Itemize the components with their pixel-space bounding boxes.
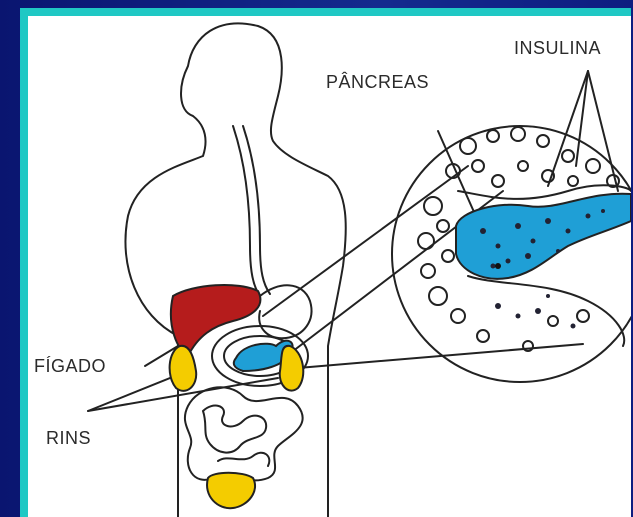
- rins-leader-1: [88, 374, 180, 411]
- label-pancreas: PÂNCREAS: [326, 72, 429, 93]
- label-insulina: INSULINA: [514, 38, 601, 59]
- intestines: [185, 387, 303, 480]
- body-outline: [125, 23, 345, 517]
- zoom-line-bottom: [298, 344, 583, 368]
- esophagus: [233, 126, 260, 296]
- kidney-left: [170, 346, 197, 391]
- label-rins: RINS: [46, 428, 91, 449]
- bladder: [207, 473, 255, 508]
- diagram-canvas: INSULINA PÂNCREAS FÍGADO RINS: [28, 16, 631, 517]
- insulina-leader-1: [548, 71, 588, 186]
- kidney-right: [280, 346, 304, 391]
- label-figado: FÍGADO: [34, 356, 106, 377]
